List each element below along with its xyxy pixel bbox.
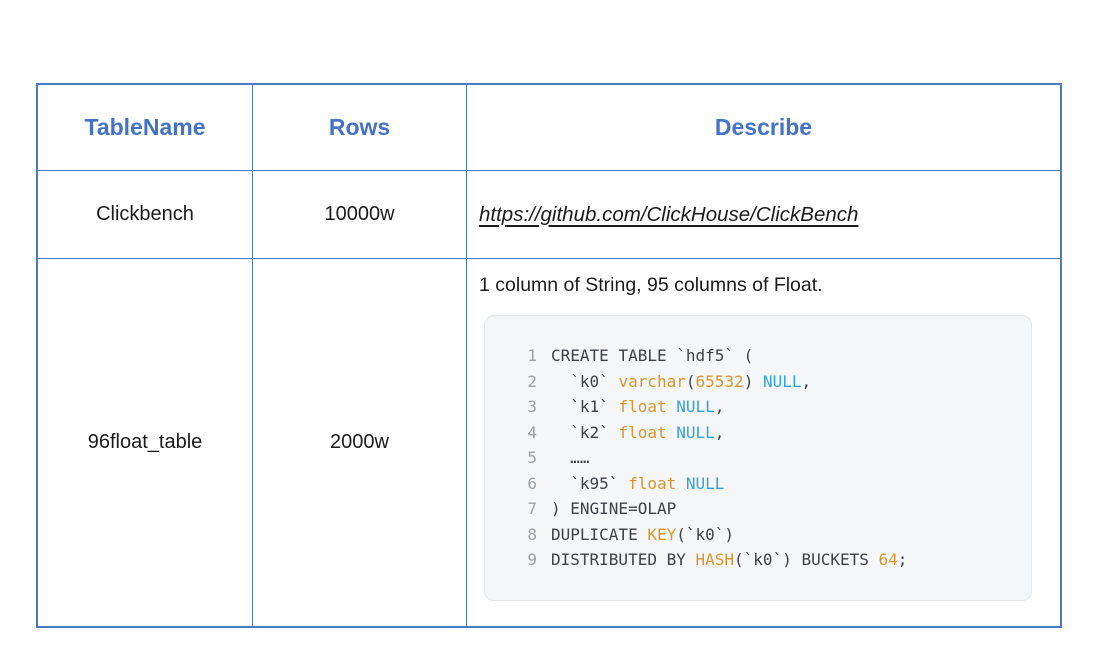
line-number: 2 [527, 371, 537, 391]
code-segment: `k2` [551, 422, 619, 442]
clickbench-github-link[interactable]: https://github.com/ClickHouse/ClickBench [479, 202, 859, 226]
code-line: 4 `k2` float NULL, [507, 420, 1017, 446]
code-segment: …… [551, 448, 590, 467]
code-segment: ) [743, 371, 763, 391]
code-segment [667, 423, 677, 442]
code-line: 6 `k95` float NULL [507, 471, 1017, 497]
line-number: 8 [527, 524, 537, 544]
line-number: 1 [527, 346, 537, 365]
code-segment [667, 397, 677, 416]
header-label-describe: Describe [714, 114, 813, 140]
describe-text: 1 column of String, 95 columns of Float. [479, 274, 823, 296]
code-segment: NULL [676, 422, 715, 442]
code-text: CREATE TABLE `hdf5` ( [551, 343, 753, 369]
code-line: 9 DISTRIBUTED BY HASH(`k0`) BUCKETS 64; [507, 547, 1017, 573]
table-name-value: Clickbench [96, 203, 194, 225]
code-segment: 65532 [695, 371, 744, 391]
header-label-rows: Rows [328, 114, 391, 140]
row-count-value: 2000w [330, 431, 389, 453]
line-number: 5 [527, 448, 537, 467]
header-cell-rows: Rows [253, 85, 467, 171]
benchmark-table: TableName Rows Describe Clickbench 10000… [36, 83, 1062, 628]
code-line: 2 `k0` varchar(65532) NULL, [507, 369, 1017, 395]
code-line: 7 ) ENGINE=OLAP [507, 496, 1017, 522]
code-segment: (`k0`) [676, 524, 735, 544]
code-text: `k95` float NULL [551, 471, 724, 497]
line-number: 4 [527, 422, 537, 442]
code-segment: NULL [676, 397, 715, 416]
cell-96float-rows: 2000w [253, 259, 467, 626]
code-segment: DISTRIBUTED BY [551, 550, 696, 569]
cell-96float-name: 96float_table [38, 259, 253, 626]
code-segment: DUPLICATE [551, 524, 648, 544]
row-count-value: 10000w [324, 203, 395, 225]
code-segment: NULL [685, 473, 725, 493]
header-cell-describe: Describe [467, 85, 1060, 171]
code-text: `k2` float NULL, [551, 420, 724, 446]
code-line: 3 `k1` float NULL, [507, 394, 1017, 420]
code-text: …… [551, 445, 590, 471]
code-segment: , [801, 371, 812, 391]
code-segment: float [628, 473, 677, 493]
code-text: ) ENGINE=OLAP [551, 496, 676, 522]
code-segment: HASH [695, 550, 735, 569]
code-text: DISTRIBUTED BY HASH(`k0`) BUCKETS 64; [551, 547, 907, 573]
line-number: 6 [527, 473, 537, 493]
line-number: 9 [527, 550, 537, 569]
code-segment: varchar [618, 371, 686, 391]
code-segment: ) ENGINE=OLAP [551, 499, 677, 518]
cell-96float-describe: 1 column of String, 95 columns of Float.… [467, 259, 1060, 626]
table-name-value: 96float_table [87, 431, 203, 453]
code-segment: KEY [647, 524, 677, 544]
code-segment: CREATE TABLE `hdf5` ( [551, 346, 754, 365]
line-number: 3 [527, 397, 537, 416]
cell-clickbench-describe: https://github.com/ClickHouse/ClickBench [467, 171, 1060, 259]
cell-clickbench-name: Clickbench [38, 171, 253, 259]
code-segment: `k0` [551, 371, 619, 391]
header-label-tablename: TableName [84, 114, 206, 140]
code-segment: ( [685, 371, 696, 391]
line-number: 7 [527, 499, 537, 518]
code-text: `k0` varchar(65532) NULL, [551, 369, 811, 395]
code-segment: 64 [878, 550, 898, 569]
code-segment: float [618, 397, 667, 416]
code-line: 8 DUPLICATE KEY(`k0`) [507, 522, 1017, 548]
code-segment: , [714, 422, 725, 442]
code-line: 1 CREATE TABLE `hdf5` ( [507, 343, 1017, 369]
code-segment: `k95` [551, 473, 629, 493]
code-line: 5 …… [507, 445, 1017, 471]
code-segment: ; [897, 550, 908, 569]
code-segment: float [618, 422, 667, 442]
cell-clickbench-rows: 10000w [253, 171, 467, 259]
code-segment: `k1` [551, 397, 619, 416]
code-segment: NULL [762, 371, 802, 391]
code-segment: (`k0`) BUCKETS [734, 550, 879, 569]
code-text: DUPLICATE KEY(`k0`) [551, 522, 734, 548]
code-text: `k1` float NULL, [551, 394, 724, 420]
code-segment: , [714, 397, 725, 416]
code-segment [676, 474, 686, 493]
header-cell-tablename: TableName [38, 85, 253, 171]
